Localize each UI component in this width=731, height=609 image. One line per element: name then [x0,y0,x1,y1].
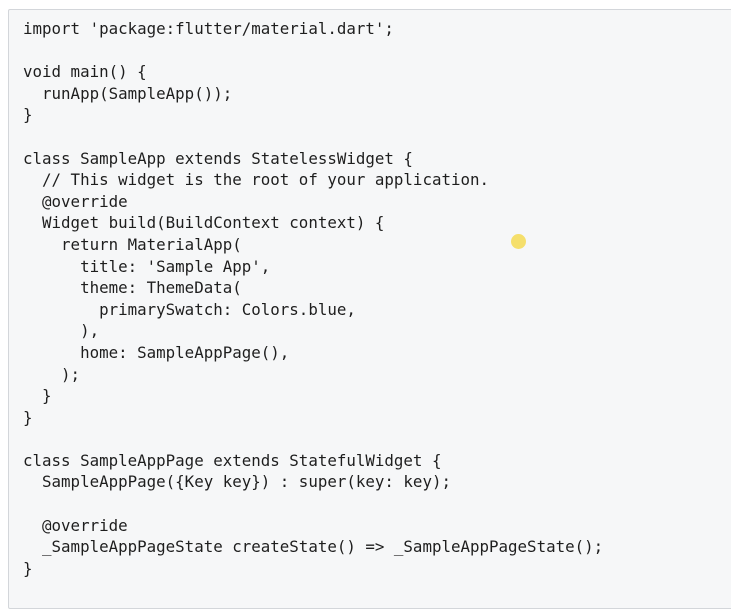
code-line-19: } [23,407,33,427]
code-line-8: // This widget is the root of your appli… [23,170,490,190]
code-line-3: void main() { [23,62,147,82]
code-line-5: } [23,105,33,125]
code-line-25: _SampleAppPageState createState() => _Sa… [23,537,604,557]
code-text: import 'package:flutter/material.dart'; v… [23,18,603,579]
mouse-cursor-highlight [511,234,526,249]
code-line-2 [23,40,603,62]
code-line-22: SampleAppPage({Key key}) : super(key: ke… [23,472,451,492]
code-line-15: ), [23,321,100,341]
code-line-11: return MaterialApp( [23,234,242,254]
code-line-20 [23,428,603,450]
code-line-10: Widget build(BuildContext context) { [23,213,385,233]
code-line-14: primarySwatch: Colors.blue, [23,299,356,319]
code-line-18: } [23,386,52,406]
code-line-4: runApp(SampleApp()); [23,83,233,103]
code-line-17: ); [23,364,81,384]
code-block: import 'package:flutter/material.dart'; v… [8,9,731,609]
code-line-24: @override [23,515,128,535]
code-line-21: class SampleAppPage extends StatefulWidg… [23,450,442,470]
code-line-1: import 'package:flutter/material.dart'; [23,19,394,38]
code-line-6 [23,126,603,148]
code-line-13: theme: ThemeData( [23,278,242,298]
code-line-16: home: SampleAppPage(), [23,342,290,362]
code-line-7: class SampleApp extends StatelessWidget … [23,148,413,168]
code-line-23 [23,493,603,515]
code-line-9: @override [23,191,128,211]
code-line-26: } [23,558,33,578]
code-line-12: title: 'Sample App', [23,256,271,276]
